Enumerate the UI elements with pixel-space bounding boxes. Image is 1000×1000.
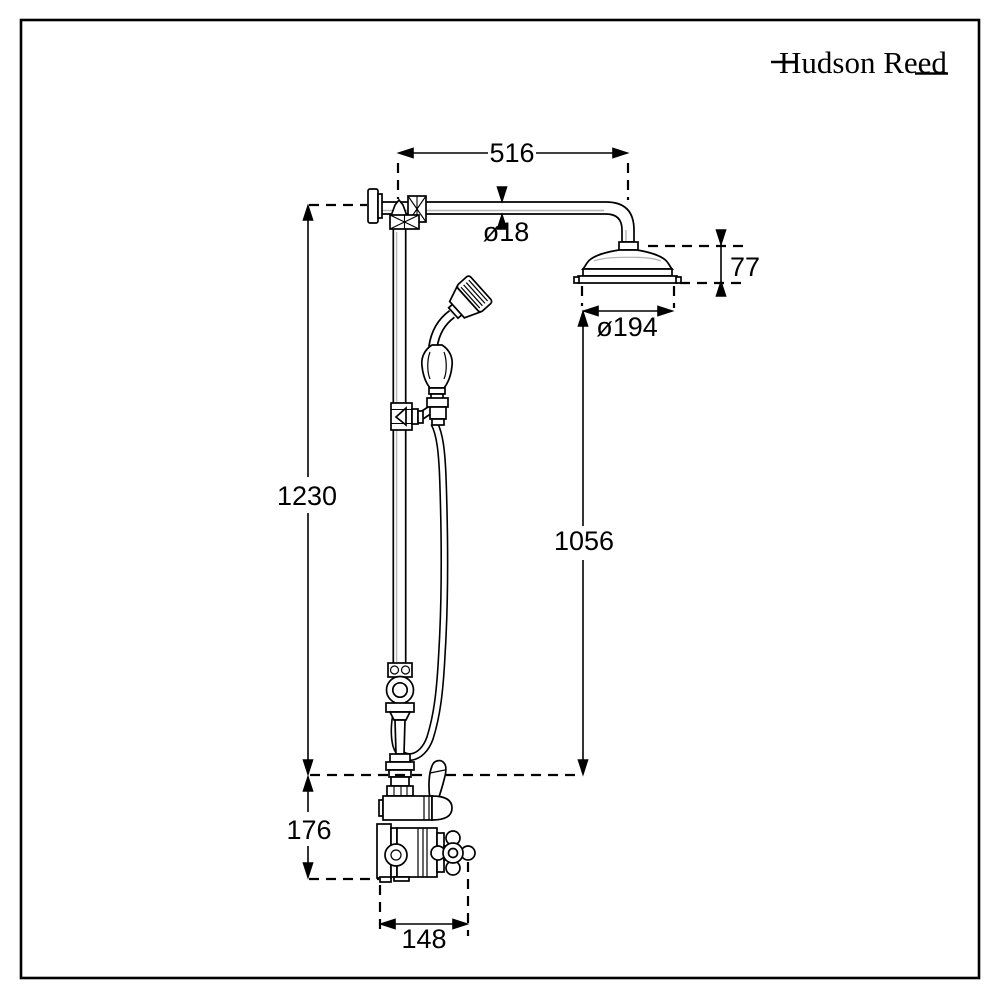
dim-valve-height [302,774,314,880]
thermostatic-valve [376,759,476,883]
shower-column-figure [367,188,682,778]
label-head-to-valve: 1056 [554,526,614,556]
hand-shower [420,275,493,426]
head-collar [618,241,639,251]
reference-lines [309,163,744,936]
crosshead-handle [430,830,476,876]
wall-flange [367,188,383,224]
dim-pipe-diameter [496,186,508,230]
dim-overall-height [302,203,314,777]
brand-name: Hudson Reed [779,45,947,80]
page-border [19,18,981,980]
dimension-lines [302,147,727,930]
label-head-diameter: ø194 [596,312,658,342]
label-pipe-diameter: ø18 [483,217,530,247]
handset-head [447,275,493,320]
riser-bottom-fittings [385,662,415,778]
diverter-body [378,795,453,821]
dim-head-diameter [581,305,675,317]
dim-head-height [715,229,727,297]
label-overall-height: 1230 [277,481,337,511]
riser-nut [389,214,420,230]
label-arm-length: 516 [489,138,534,168]
dimension-labels: 516 ø18 77 ø194 1230 1056 176 148 [277,138,760,954]
label-head-height: 77 [730,252,760,282]
label-valve-width: 148 [401,924,446,954]
dim-head-to-valve [577,309,589,777]
handset-holder-cup [426,397,449,426]
dim-valve-width [378,918,470,930]
brand-logo: Hudson Reed [771,45,948,80]
fixed-shower-head [573,241,682,284]
diverter-lever [428,759,447,801]
dim-arm-length [396,147,630,159]
riser-pipe [392,229,407,665]
label-valve-height: 176 [286,815,331,845]
